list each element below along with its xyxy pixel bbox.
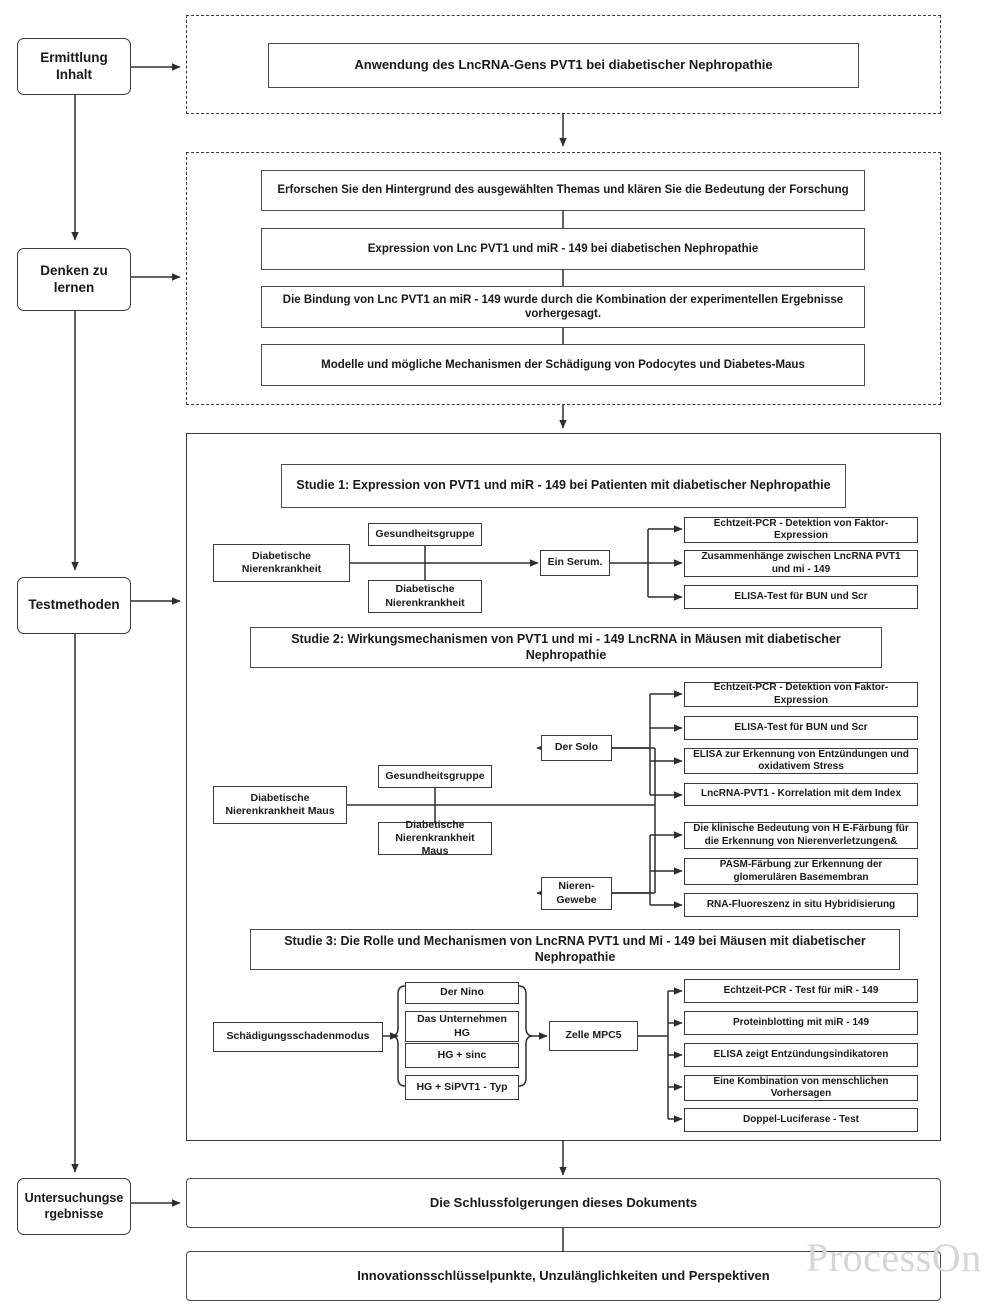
learning-item-label: Expression von Lnc PVT1 und miR - 149 be… bbox=[367, 242, 759, 255]
study3-assay-3[interactable]: ELISA zeigt Entzündungsindikatoren bbox=[684, 1043, 918, 1067]
study1-title-label: Studie 1: Expression von PVT1 und miR - … bbox=[296, 478, 831, 493]
study1-group-healthy[interactable]: Gesundheitsgruppe bbox=[368, 523, 482, 546]
study2-assay-label: PASM-Färbung zur Erkennung der glomerulä… bbox=[719, 859, 883, 883]
results-outlook-label: Innovationsschlüsselpunkte, Unzulänglich… bbox=[357, 1267, 770, 1283]
study3-assay-label: Echtzeit-PCR - Test für miR - 149 bbox=[723, 984, 879, 996]
learning-item-2[interactable]: Expression von Lnc PVT1 und miR - 149 be… bbox=[261, 228, 865, 270]
study3-assay-4[interactable]: Eine Kombination von menschlichen Vorher… bbox=[684, 1075, 918, 1101]
study3-assay-label: Proteinblotting mit miR - 149 bbox=[732, 1016, 870, 1028]
stage-testmethoden[interactable]: Testmethoden bbox=[17, 577, 131, 634]
study2-solo-assay-3[interactable]: ELISA zur Erkennung von Entzündungen und… bbox=[684, 748, 918, 774]
learning-item-label: Die Bindung von Lnc PVT1 an miR - 149 wu… bbox=[282, 293, 844, 320]
study3-condition-3[interactable]: HG + sinc bbox=[405, 1043, 519, 1068]
stage-label: Ermittlung Inhalt bbox=[40, 49, 108, 82]
study2-solo-assay-2[interactable]: ELISA-Test für BUN und Scr bbox=[684, 716, 918, 740]
study3-condition-4[interactable]: HG + SiPVT1 - Typ bbox=[405, 1075, 519, 1100]
study2-solo-assay-4[interactable]: LncRNA-PVT1 - Korrelation mit dem Index bbox=[684, 783, 918, 806]
results-conclusion-box[interactable]: Die Schlussfolgerungen dieses Dokuments bbox=[186, 1178, 941, 1228]
learning-item-label: Modelle und mögliche Mechanismen der Sch… bbox=[321, 358, 805, 371]
study1-title[interactable]: Studie 1: Expression von PVT1 und miR - … bbox=[281, 464, 846, 508]
study3-condition-1[interactable]: Der Nino bbox=[405, 982, 519, 1004]
study2-branch-label: Der Solo bbox=[554, 741, 599, 754]
study1-group-label: Diabetische Nierenkrankheit bbox=[385, 583, 465, 609]
region-learning bbox=[186, 152, 941, 405]
study3-condition-label: HG + SiPVT1 - Typ bbox=[416, 1080, 508, 1093]
learning-item-3[interactable]: Die Bindung von Lnc PVT1 an miR - 149 wu… bbox=[261, 286, 865, 328]
study3-assay-5[interactable]: Doppel-Luciferase - Test bbox=[684, 1108, 918, 1132]
stage-label: Untersuchungse rgebnisse bbox=[24, 1190, 124, 1221]
study1-assay-1[interactable]: Echtzeit-PCR - Detektion von Faktor-Expr… bbox=[684, 517, 918, 543]
study3-condition-label: Der Nino bbox=[440, 986, 484, 999]
study2-branch-label: Nieren- Gewebe bbox=[556, 880, 597, 906]
study2-source[interactable]: Diabetische Nierenkrankheit Maus bbox=[213, 786, 347, 824]
study3-title[interactable]: Studie 3: Die Rolle und Mechanismen von … bbox=[250, 929, 900, 970]
region-test-methods bbox=[186, 433, 941, 1141]
stage-untersuchungsergebnisse[interactable]: Untersuchungse rgebnisse bbox=[17, 1178, 131, 1235]
study2-assay-label: LncRNA-PVT1 - Korrelation mit dem Index bbox=[700, 788, 902, 800]
content-topic-label: Anwendung des LncRNA-Gens PVT1 bei diabe… bbox=[354, 57, 773, 73]
study3-assay-label: Eine Kombination von menschlichen Vorher… bbox=[713, 1075, 889, 1100]
study2-assay-label: RNA-Fluoreszenz in situ Hybridisierung bbox=[706, 898, 896, 910]
study2-kidney-assay-3[interactable]: RNA-Fluoreszenz in situ Hybridisierung bbox=[684, 893, 918, 917]
study2-assay-label: Die klinische Bedeutung von H E-Färbung … bbox=[693, 823, 909, 847]
study3-source-label: Schädigungsschadenmodus bbox=[226, 1030, 370, 1043]
study2-assay-label: Echtzeit-PCR - Detektion von Faktor-Expr… bbox=[713, 682, 889, 706]
study2-group-healthy[interactable]: Gesundheitsgruppe bbox=[378, 765, 492, 788]
study2-kidney-assay-1[interactable]: Die klinische Bedeutung von H E-Färbung … bbox=[684, 822, 918, 849]
stage-denken-zu-lernen[interactable]: Denken zu lernen bbox=[17, 248, 131, 311]
study1-source[interactable]: Diabetische Nierenkrankheit bbox=[213, 544, 350, 582]
study1-assay-2[interactable]: Zusammenhänge zwischen LncRNA PVT1 und m… bbox=[684, 550, 918, 577]
learning-item-4[interactable]: Modelle und mögliche Mechanismen der Sch… bbox=[261, 344, 865, 386]
learning-item-1[interactable]: Erforschen Sie den Hintergrund des ausge… bbox=[261, 170, 865, 211]
study2-group-label: Gesundheitsgruppe bbox=[385, 769, 485, 782]
study2-title-label: Studie 2: Wirkungsmechanismen von PVT1 u… bbox=[291, 631, 841, 662]
study1-group-diabetic[interactable]: Diabetische Nierenkrankheit bbox=[368, 580, 482, 613]
learning-item-label: Erforschen Sie den Hintergrund des ausge… bbox=[277, 184, 849, 197]
study2-assay-label: ELISA zur Erkennung von Entzündungen und… bbox=[693, 748, 909, 773]
study3-condition-label: Das Unternehmen HG bbox=[417, 1013, 507, 1039]
stage-label: Denken zu lernen bbox=[40, 262, 108, 295]
study2-kidney-assay-2[interactable]: PASM-Färbung zur Erkennung der glomerulä… bbox=[684, 858, 918, 885]
study3-cell-label: Zelle MPC5 bbox=[565, 1029, 622, 1042]
study3-source[interactable]: Schädigungsschadenmodus bbox=[213, 1022, 383, 1052]
study1-sample-label: Ein Serum. bbox=[547, 556, 603, 569]
study1-assay-label: ELISA-Test für BUN und Scr bbox=[734, 590, 868, 602]
study3-title-label: Studie 3: Die Rolle und Mechanismen von … bbox=[284, 933, 866, 964]
study1-assay-label: Echtzeit-PCR - Detektion von Faktor-Expr… bbox=[713, 517, 889, 542]
study3-cell[interactable]: Zelle MPC5 bbox=[549, 1021, 638, 1051]
region-content bbox=[186, 15, 941, 114]
stage-label: Testmethoden bbox=[28, 597, 120, 613]
study2-source-label: Diabetische Nierenkrankheit Maus bbox=[225, 791, 335, 817]
study2-group-label: Diabetische Nierenkrankheit Maus bbox=[395, 818, 475, 858]
processon-watermark: ProcessOn bbox=[806, 1234, 982, 1281]
study2-title[interactable]: Studie 2: Wirkungsmechanismen von PVT1 u… bbox=[250, 627, 882, 668]
watermark-label: ProcessOn bbox=[806, 1235, 982, 1280]
results-conclusion-label: Die Schlussfolgerungen dieses Dokuments bbox=[429, 1194, 698, 1210]
content-topic-box[interactable]: Anwendung des LncRNA-Gens PVT1 bei diabe… bbox=[268, 43, 859, 88]
study3-condition-2[interactable]: Das Unternehmen HG bbox=[405, 1011, 519, 1042]
study3-assay-label: Doppel-Luciferase - Test bbox=[743, 1113, 859, 1125]
study3-condition-label: HG + sinc bbox=[437, 1048, 487, 1061]
study1-source-label: Diabetische Nierenkrankheit bbox=[241, 549, 322, 575]
results-outlook-box[interactable]: Innovationsschlüsselpunkte, Unzulänglich… bbox=[186, 1251, 941, 1301]
study1-sample[interactable]: Ein Serum. bbox=[540, 550, 610, 576]
study2-group-diabetic[interactable]: Diabetische Nierenkrankheit Maus bbox=[378, 818, 492, 858]
study2-branch-serum[interactable]: Der Solo bbox=[541, 735, 612, 761]
study3-assay-1[interactable]: Echtzeit-PCR - Test für miR - 149 bbox=[684, 979, 918, 1003]
study1-group-label: Gesundheitsgruppe bbox=[375, 527, 475, 540]
study2-solo-assay-1[interactable]: Echtzeit-PCR - Detektion von Faktor-Expr… bbox=[684, 682, 918, 707]
study2-branch-kidney[interactable]: Nieren- Gewebe bbox=[541, 877, 612, 910]
stage-ermittlung-inhalt[interactable]: Ermittlung Inhalt bbox=[17, 38, 131, 95]
study1-assay-3[interactable]: ELISA-Test für BUN und Scr bbox=[684, 585, 918, 609]
study3-assay-label: ELISA zeigt Entzündungsindikatoren bbox=[713, 1048, 889, 1060]
study3-assay-2[interactable]: Proteinblotting mit miR - 149 bbox=[684, 1011, 918, 1035]
study1-assay-label: Zusammenhänge zwischen LncRNA PVT1 und m… bbox=[701, 551, 901, 575]
study2-assay-label: ELISA-Test für BUN und Scr bbox=[734, 721, 868, 733]
